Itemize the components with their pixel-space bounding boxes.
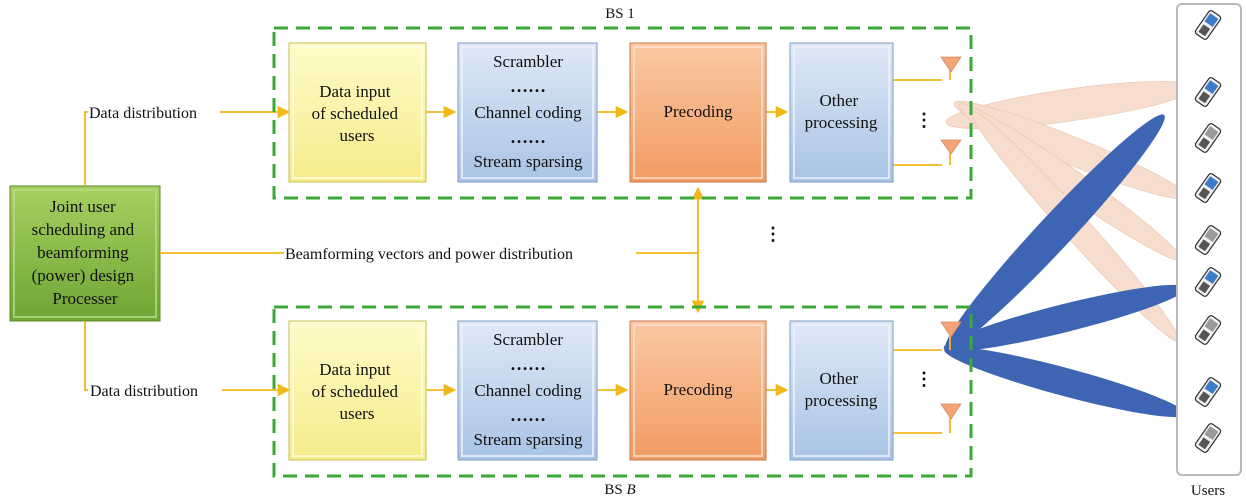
phone-icon — [1194, 377, 1222, 407]
beam-dark — [943, 284, 1187, 352]
bsB-precoding-block: Precoding — [629, 320, 767, 461]
bs1-other-line: processing — [805, 113, 878, 132]
bs1-data-input-line: Data input — [319, 82, 391, 101]
processor-line: Processer — [52, 289, 117, 308]
bs1-scrambler: Scrambler — [493, 52, 563, 71]
data-distribution-top-line — [84, 111, 88, 186]
bs1-precoding: Precoding — [664, 102, 733, 121]
bsB-other-line: Other — [820, 369, 859, 388]
processor-block: Joint user scheduling and beamforming (p… — [9, 185, 161, 322]
bsB-coding-block: Scrambler …… Channel coding …… Stream sp… — [457, 320, 598, 461]
phone-icon — [1194, 123, 1222, 153]
bsB-other-block: Other processing — [789, 320, 894, 461]
bsB-scrambler: Scrambler — [493, 330, 563, 349]
phone-icon — [1194, 267, 1222, 297]
phone-icon — [1194, 173, 1222, 203]
bsB-other-line: processing — [805, 391, 878, 410]
bs1-data-input-line: of scheduled — [312, 104, 399, 123]
phone-icons — [1194, 10, 1222, 453]
bs1-border — [272, 26, 973, 200]
bs1-channel-coding: Channel coding — [474, 103, 582, 122]
bs1-antenna-icon — [940, 56, 962, 73]
processor-line: (power) design — [32, 266, 135, 285]
bsB-group: BS B Data input of scheduled users Scram… — [272, 305, 973, 498]
bsB-antenna-dots: ⋮ — [915, 369, 933, 389]
data-distribution-bottom-label: Data distribution — [90, 383, 198, 400]
bs1-antenna-dots: ⋮ — [915, 110, 933, 130]
bs1-dots-b: …… — [510, 127, 546, 147]
beam-dark — [945, 114, 1165, 350]
users-label: Users — [1191, 483, 1225, 499]
data-distribution-bottom-line — [84, 321, 88, 391]
bs1-antenna-icon — [940, 139, 962, 155]
phone-icon — [1194, 77, 1222, 107]
bsB-data-input-line: Data input — [319, 360, 391, 379]
bs1-other-line: Other — [820, 91, 859, 110]
phone-icon — [1194, 10, 1222, 40]
processor-line: Joint user — [50, 197, 116, 216]
phone-icon — [1194, 225, 1222, 255]
svg-text:Other processing: Other processing — [805, 369, 878, 410]
between-bs-dots: ⋮ — [764, 224, 782, 244]
bsB-data-input-line: users — [340, 404, 375, 423]
bsB-border — [272, 305, 973, 478]
bs1-stream-sparsing: Stream sparsing — [473, 152, 583, 171]
bsB-dots-b: …… — [510, 405, 546, 425]
processor-label: Joint user scheduling and beamforming (p… — [32, 197, 139, 308]
flow-labels: Data distribution Data distribution Beam… — [89, 105, 573, 400]
bs1-other-block: Other processing — [789, 42, 894, 183]
connectors — [84, 70, 951, 434]
bs1-dots-a: …… — [510, 76, 546, 96]
phone-icon — [1194, 423, 1222, 453]
bsB-data-input-block: Data input of scheduled users — [288, 320, 427, 461]
bsB-antenna-icon — [940, 321, 962, 338]
bs1-coding-block: Scrambler …… Channel coding …… Stream sp… — [457, 42, 598, 183]
bsB-dots-a: …… — [510, 354, 546, 374]
bsB-channel-coding: Channel coding — [474, 381, 582, 400]
bsB-antenna-icon — [940, 403, 962, 420]
phone-icon — [1194, 315, 1222, 345]
svg-text:Other processing: Other processing — [805, 91, 878, 132]
bs1-data-input-block: Data input of scheduled users — [288, 42, 427, 183]
beamforming-label: Beamforming vectors and power distributi… — [285, 246, 573, 263]
processor-line: beamforming — [37, 243, 129, 262]
bsB-precoding: Precoding — [664, 380, 733, 399]
svg-text:Data input of schedule: Data input of scheduled users — [312, 82, 403, 145]
svg-text:Data input of schedule: Data input of scheduled users — [312, 360, 403, 423]
beam-dark — [944, 346, 1186, 418]
bs1-group: BS 1 Data input of scheduled users Scram… — [272, 6, 973, 200]
beams — [943, 81, 1195, 418]
bsB-title: BS B — [604, 482, 635, 498]
bsB-data-input-line: of scheduled — [312, 382, 399, 401]
bs1-data-input-line: users — [340, 126, 375, 145]
processor-line: scheduling and — [32, 220, 135, 239]
bsB-stream-sparsing: Stream sparsing — [473, 430, 583, 449]
data-distribution-top-label: Data distribution — [89, 105, 197, 122]
bs1-title: BS 1 — [605, 6, 635, 22]
bsB-beams — [943, 114, 1187, 418]
bs1-precoding-block: Precoding — [629, 42, 767, 183]
